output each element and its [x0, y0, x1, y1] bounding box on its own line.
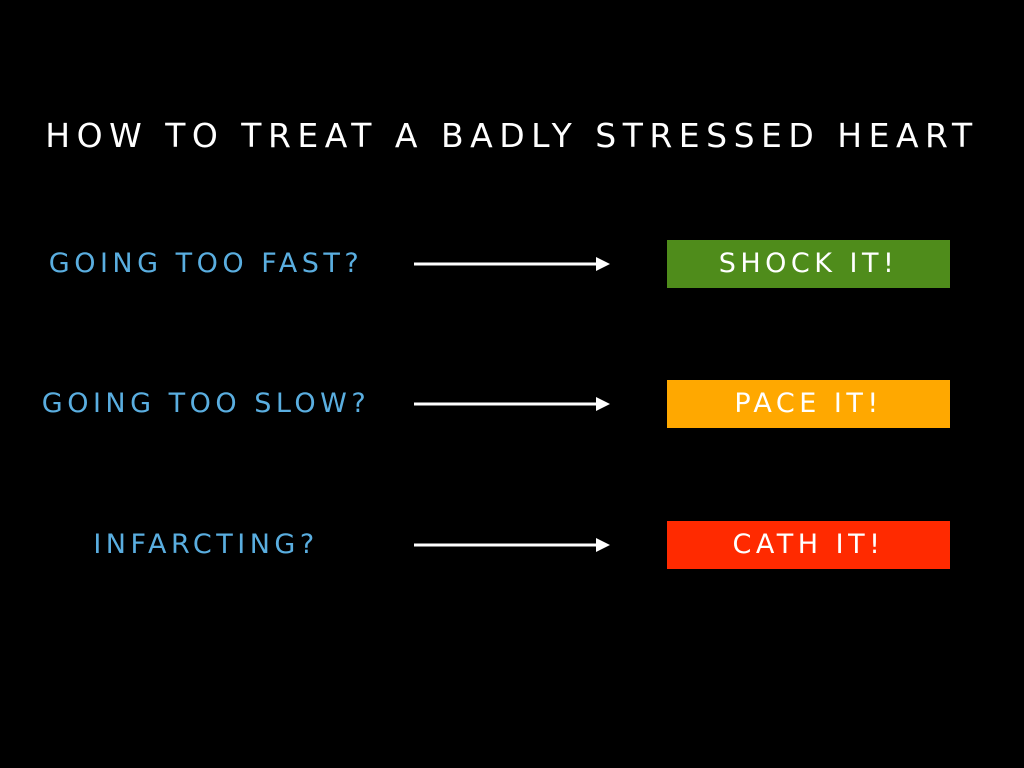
question-label: INFARCTING?: [93, 529, 319, 560]
question-label: GOING TOO SLOW?: [41, 388, 371, 419]
treatment-row-fast: GOING TOO FAST? SHOCK IT!: [0, 240, 1024, 288]
action-box-shock: SHOCK IT!: [667, 240, 950, 288]
arrow-right-icon: [414, 538, 610, 552]
arrow-right-icon: [414, 397, 610, 411]
arrow-right-icon: [414, 257, 610, 271]
question-label: GOING TOO FAST?: [48, 248, 364, 279]
slide-title: HOW TO TREAT A BADLY STRESSED HEART: [45, 116, 979, 155]
action-box-pace: PACE IT!: [667, 380, 950, 428]
action-box-cath: CATH IT!: [667, 521, 950, 569]
treatment-row-slow: GOING TOO SLOW? PACE IT!: [0, 380, 1024, 428]
treatment-row-infarcting: INFARCTING? CATH IT!: [0, 521, 1024, 569]
